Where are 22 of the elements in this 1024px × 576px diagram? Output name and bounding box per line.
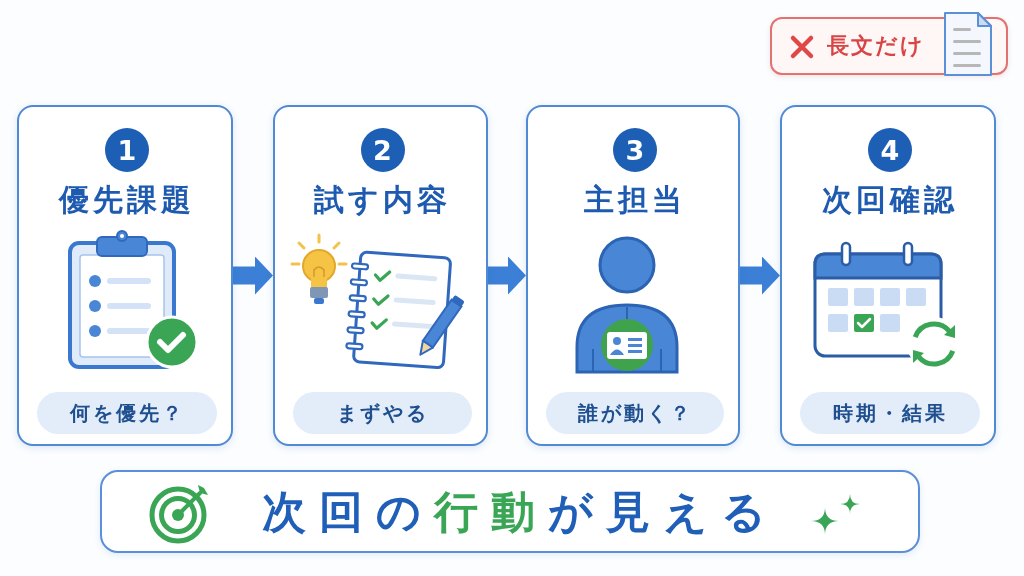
- step-card: [273, 105, 488, 446]
- step-number: 2: [360, 128, 405, 172]
- step-card: [17, 105, 233, 446]
- step-title: 試す内容: [313, 181, 451, 219]
- prompt-tag: 何を優先？: [37, 392, 217, 434]
- flow-arrow: [233, 256, 273, 295]
- step-number: 3: [613, 128, 657, 172]
- step-card: [526, 105, 740, 446]
- tag-label: 長文だけ: [827, 32, 925, 60]
- step-title: 次回確認: [821, 181, 958, 219]
- step-title: 主担当: [583, 181, 686, 219]
- flow-arrow: [488, 256, 526, 295]
- prompt-tag: まずやる: [293, 392, 472, 434]
- prompt-tag: 時期・結果: [800, 392, 980, 434]
- banner-text: 次回の行動が見える: [262, 486, 779, 538]
- step-title: 優先課題: [57, 181, 195, 219]
- step-number: 4: [868, 128, 912, 172]
- step-number: 1: [105, 128, 149, 172]
- flow-arrow: [740, 256, 780, 295]
- summary-banner: [100, 470, 920, 553]
- prompt-tag: 誰が動く？: [546, 392, 724, 434]
- step-card: [780, 105, 996, 446]
